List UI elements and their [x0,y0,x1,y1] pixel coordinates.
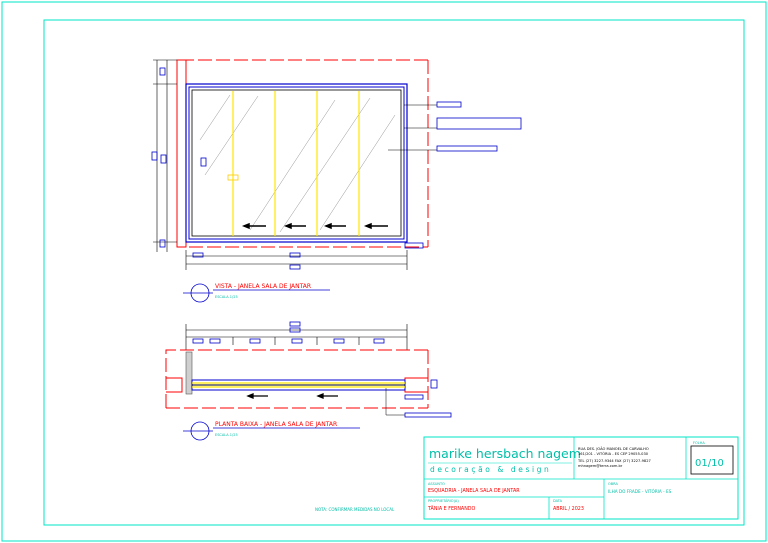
sheet-inner-border [43,19,745,526]
sheet-note: NOTA: CONFIRMAR MEDIDAS NO LOCAL [315,507,395,512]
elevation-view[interactable]: VISTA - JANELA SALA DE JANTAR ESCALA 1/2… [151,59,522,303]
elevation-scale: ESCALA 1/25 [215,295,238,299]
plan-dims-top [185,324,408,350]
plan-wall-right-return [404,377,428,393]
title-block: marike hersbach nagem decoração & design… [423,436,739,520]
window-mullions [232,91,360,236]
client-label: PROPRIETÁRIO(A) [428,498,459,503]
plan-slide-arrows [246,393,338,399]
date-label: DATA [553,499,563,503]
location-label: OBRA [608,482,618,486]
company-tagline: decoração & design [430,465,551,474]
plan-title: PLANTA BAIXA - JANELA SALA DE JANTAR [215,421,337,428]
client-value: TÂNIA E FERNANDO [427,505,475,512]
glass-hatch [199,94,396,233]
plan-leader-tag-2 [404,412,452,418]
plan-dim-tag-right [430,379,438,389]
elevation-dims-bottom [185,250,408,270]
window-handle [227,174,239,181]
date-value: ABRIL / 2023 [553,506,584,512]
plan-wall-left-return [166,377,183,393]
project-label: ASSUNTO [428,482,445,486]
elevation-leaders [388,101,522,249]
elevation-title: VISTA - JANELA SALA DE JANTAR [215,283,311,290]
elevation-dim-tags-bottom [192,252,301,270]
plan-leader-line [385,388,405,416]
address-line-1: RUA DES. JOÃO MANOEL DE CARVALHO [578,446,649,451]
address-line-3: TEL (27) 3227-9344 FAX (27) 3227-9827 [577,459,651,463]
elevation-wall-pier [176,59,187,248]
sheet-number: 01/10 [695,458,724,469]
address-line-4: mhnagem@terra.com.br [578,464,623,468]
elevation-wall-outline [176,59,428,248]
plan-wall-top [165,349,428,408]
plan-scale: ESCALA 1/25 [215,433,238,437]
company-name: marike hersbach nagem [429,446,581,461]
elevation-dim-tags-left [151,67,207,248]
address-line-2: 161/201 - VITÓRIA - ES CEP 29055-030 [578,451,649,456]
sheet-label: FOLHA [693,441,705,445]
plan-view[interactable]: PLANTA BAIXA - JANELA SALA DE JANTAR ESC… [165,321,452,441]
plan-column [185,351,193,395]
location-value: ILHA DO FRADE - VITÓRIA - ES [608,489,672,494]
plan-dim-tags [192,321,385,344]
plan-leader-tag-1 [404,394,424,400]
sheet-number-box [690,445,734,475]
project-value: ESQUADRIA - JANELA SALA DE JANTAR [428,488,520,494]
window-frame-mid [188,86,405,240]
window-frame-inner [191,89,402,237]
slide-arrows [241,222,388,230]
window-frame-outer [185,83,408,243]
title-block-border [423,436,739,520]
